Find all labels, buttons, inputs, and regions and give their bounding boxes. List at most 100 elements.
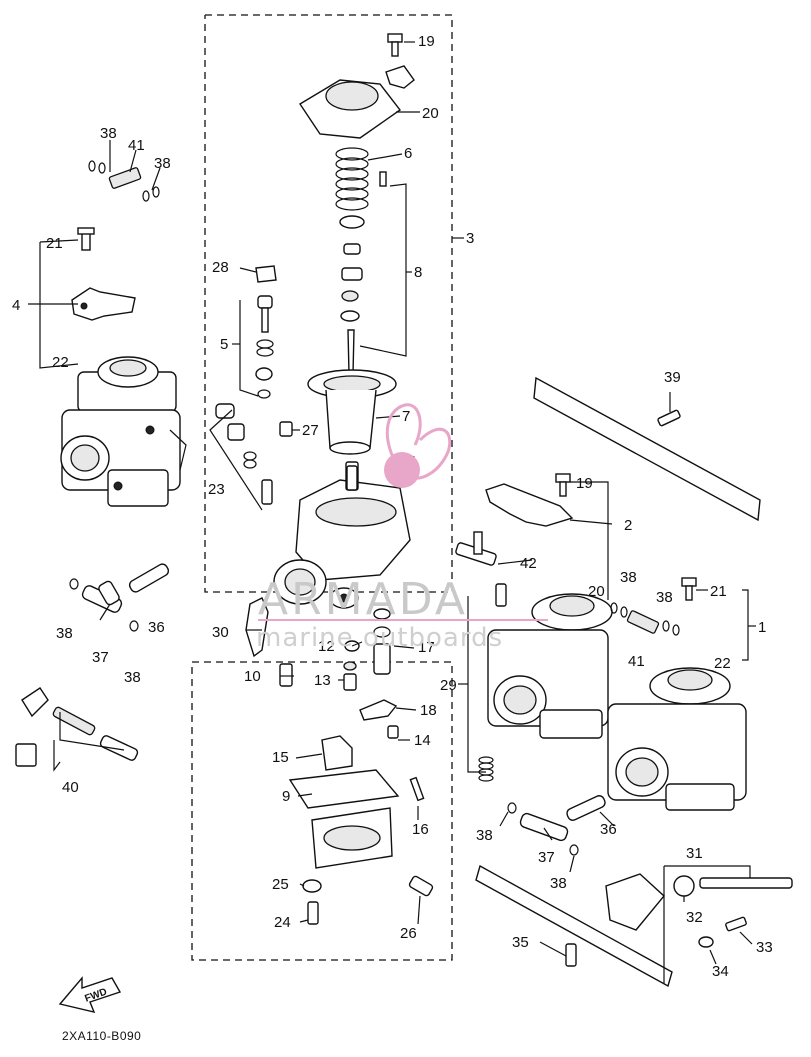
callout-10: 10 xyxy=(244,668,261,685)
callout-17: 17 xyxy=(418,639,435,656)
watermark-brand: ARMADA xyxy=(258,574,468,625)
callout-37-a: 37 xyxy=(92,649,109,666)
watermark-tagline: marine outboards xyxy=(256,623,503,653)
needle-set-8 xyxy=(339,171,387,375)
hose-36-left xyxy=(128,563,170,593)
fitting-42 xyxy=(455,531,507,607)
callout-38-d: 38 xyxy=(124,669,141,686)
armada-watermark: ARMADA marine outboards xyxy=(256,403,548,653)
rod-40 xyxy=(15,687,139,767)
callout-38-a: 38 xyxy=(100,125,117,142)
callout-7: 7 xyxy=(402,408,410,425)
group-3-boundary xyxy=(204,14,453,593)
callout-20-b: 20 xyxy=(588,583,605,600)
callout-22-a: 22 xyxy=(52,354,69,371)
left-carburetor xyxy=(60,356,187,507)
joint-37-right xyxy=(507,802,579,856)
joint-37-left xyxy=(69,578,139,632)
callout-36-a: 36 xyxy=(148,619,165,636)
callout-38-f: 38 xyxy=(656,589,673,606)
callout-labels: 19 20 6 3 8 7 11 28 5 27 23 38 41 38 21 … xyxy=(12,33,773,980)
callout-34: 34 xyxy=(712,963,729,980)
plate-18 xyxy=(359,699,399,739)
spring-6 xyxy=(335,147,369,211)
callout-26: 26 xyxy=(400,925,417,942)
callout-32: 32 xyxy=(686,909,703,926)
pilot-screw-41-left xyxy=(88,160,160,202)
callout-33: 33 xyxy=(756,939,773,956)
callout-2: 2 xyxy=(624,517,632,534)
callout-21-a: 21 xyxy=(46,235,63,252)
callout-14: 14 xyxy=(414,732,431,749)
callout-5: 5 xyxy=(220,336,228,353)
callout-18: 18 xyxy=(420,702,437,719)
callout-19: 19 xyxy=(418,33,435,50)
forward-arrow: FWD xyxy=(58,976,122,1013)
callout-12: 12 xyxy=(318,638,335,655)
callout-9: 9 xyxy=(282,788,290,805)
jet-11 xyxy=(346,465,358,491)
screw-21-right xyxy=(681,577,697,601)
callout-8: 8 xyxy=(414,264,422,281)
jets-12-13-17 xyxy=(279,608,391,691)
callout-38-g: 38 xyxy=(476,827,493,844)
float-chamber xyxy=(288,735,434,925)
callout-16: 16 xyxy=(412,821,429,838)
screw-19-right xyxy=(555,473,571,497)
stay-39 xyxy=(533,376,761,522)
callout-42: 42 xyxy=(520,555,537,572)
starter-plunger-5 xyxy=(255,295,274,399)
callout-15: 15 xyxy=(272,749,289,766)
screw-19-top xyxy=(385,33,415,89)
pilot-screw-41-right xyxy=(610,602,680,636)
throttle-stop-bracket-left xyxy=(71,287,136,321)
callout-6: 6 xyxy=(404,145,412,162)
cap-28 xyxy=(255,265,277,283)
watermark-logo-mark xyxy=(385,403,452,480)
callout-27: 27 xyxy=(302,422,319,439)
spring-29 xyxy=(478,756,494,782)
callout-37-b: 37 xyxy=(538,849,555,866)
callout-30: 30 xyxy=(212,624,229,641)
callout-41-a: 41 xyxy=(128,137,145,154)
callout-38-b: 38 xyxy=(154,155,171,172)
callout-41-b: 41 xyxy=(628,653,645,670)
float-chamber-group-boundary xyxy=(191,661,453,961)
callout-22-b: 22 xyxy=(714,655,731,672)
diaphragm-piston-7 xyxy=(307,369,397,455)
top-cover-20 xyxy=(299,79,402,139)
callout-35: 35 xyxy=(512,934,529,951)
callout-38-e: 38 xyxy=(620,569,637,586)
throttle-stop-bracket-right xyxy=(485,483,574,527)
callout-1: 1 xyxy=(758,619,766,636)
callout-40: 40 xyxy=(62,779,79,796)
right-carburetor-lower xyxy=(607,667,747,811)
callout-29: 29 xyxy=(440,677,457,694)
callout-20: 20 xyxy=(422,105,439,122)
callout-24: 24 xyxy=(274,914,291,931)
screw-27 xyxy=(279,421,293,437)
callout-25: 25 xyxy=(272,876,289,893)
right-carburetor-upper xyxy=(487,593,613,739)
callout-21-b: 21 xyxy=(710,583,727,600)
callout-38-h: 38 xyxy=(550,875,567,892)
callout-4: 4 xyxy=(12,297,20,314)
central-carburetor-body xyxy=(273,461,411,609)
callout-36-b: 36 xyxy=(600,821,617,838)
callout-3: 3 xyxy=(466,230,474,247)
callout-38-c: 38 xyxy=(56,625,73,642)
callout-31: 31 xyxy=(686,845,703,862)
leader-lines xyxy=(28,41,756,984)
watermark-logo-dot xyxy=(384,452,420,488)
callout-13: 13 xyxy=(314,672,331,689)
callout-23: 23 xyxy=(208,481,225,498)
drawing-code: 2XA110-B090 xyxy=(62,1029,141,1043)
screw-21-left xyxy=(77,227,95,251)
callout-28: 28 xyxy=(212,259,229,276)
stay-35-bracket-31 xyxy=(475,864,793,988)
hose-36-right xyxy=(566,795,606,821)
callout-19-b: 19 xyxy=(576,475,593,492)
plunger-23 xyxy=(215,403,273,505)
callout-39: 39 xyxy=(664,369,681,386)
